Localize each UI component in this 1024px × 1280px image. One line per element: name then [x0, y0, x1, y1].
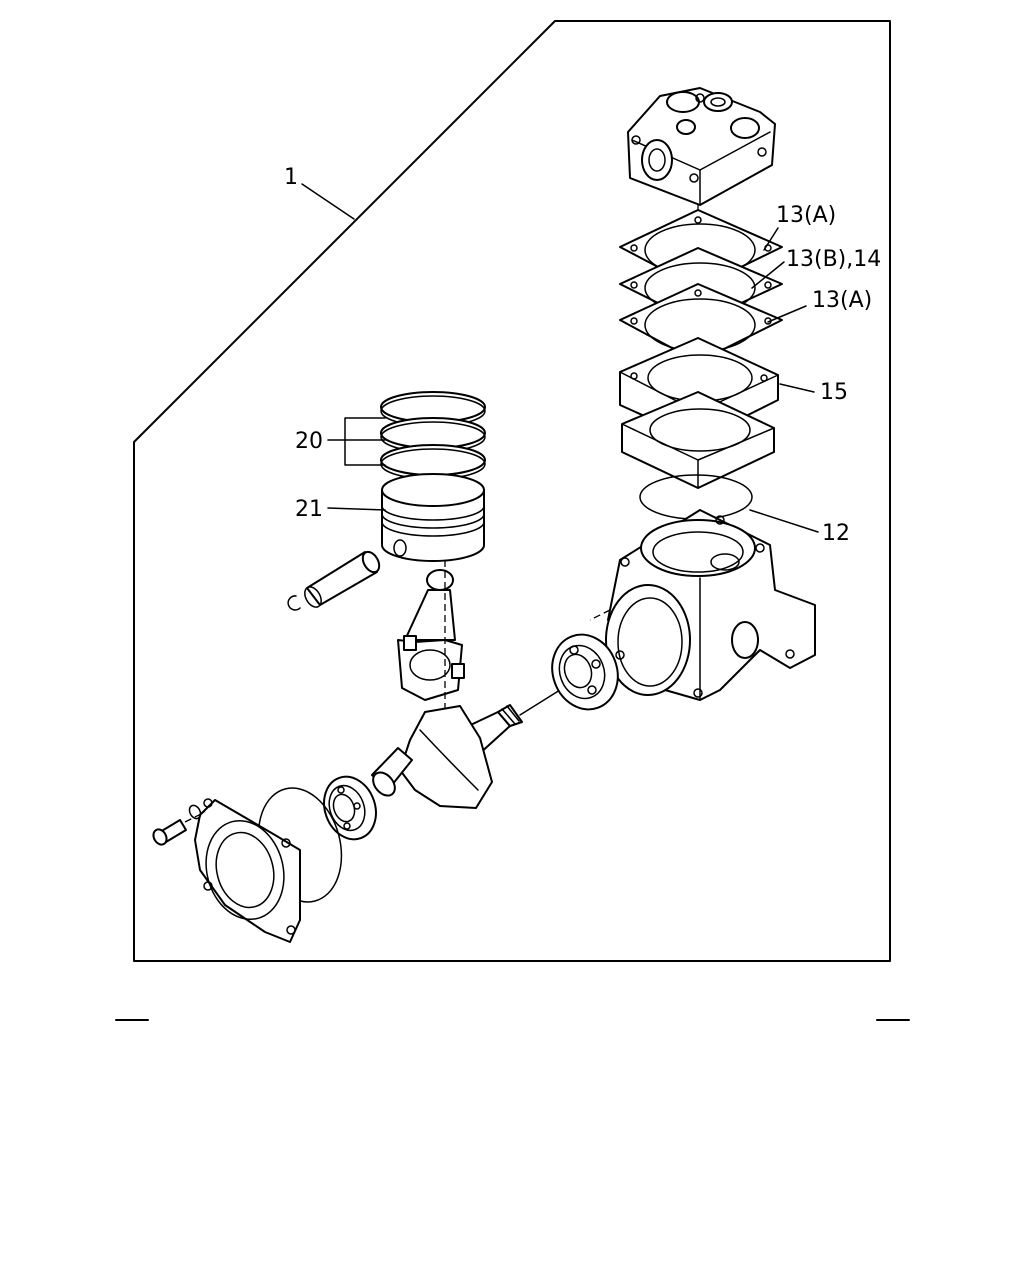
callout-o-ring: 12: [822, 521, 850, 546]
leader-lines: [301, 183, 819, 533]
crankshaft: [371, 689, 561, 809]
piston: [381, 473, 485, 562]
gasket-lower: [619, 283, 783, 363]
callout-piston: 21: [295, 497, 323, 522]
assembly-frame: [133, 20, 891, 962]
ball-bearing-rear: [551, 633, 619, 711]
valve-plate-lower: [621, 391, 775, 489]
callout-assembly: 1: [284, 165, 298, 190]
cover-bolt: [152, 804, 206, 846]
ball-bearing-front: [323, 775, 377, 841]
cylinder-head: [627, 87, 776, 206]
front-cover: [194, 798, 301, 943]
piston-pin: [304, 550, 381, 608]
crankcase: [589, 509, 816, 701]
callout-gasket-b: 13(B),14: [786, 247, 881, 272]
callout-gasket-a-top: 13(A): [776, 203, 836, 228]
piston-ring-1: [380, 391, 486, 427]
connecting-rod: [397, 560, 465, 720]
callout-valve-plate: 15: [820, 380, 848, 405]
callout-piston-rings: 20: [295, 429, 323, 454]
snap-ring: [287, 595, 301, 611]
callout-gasket-a-bottom: 13(A): [812, 288, 872, 313]
